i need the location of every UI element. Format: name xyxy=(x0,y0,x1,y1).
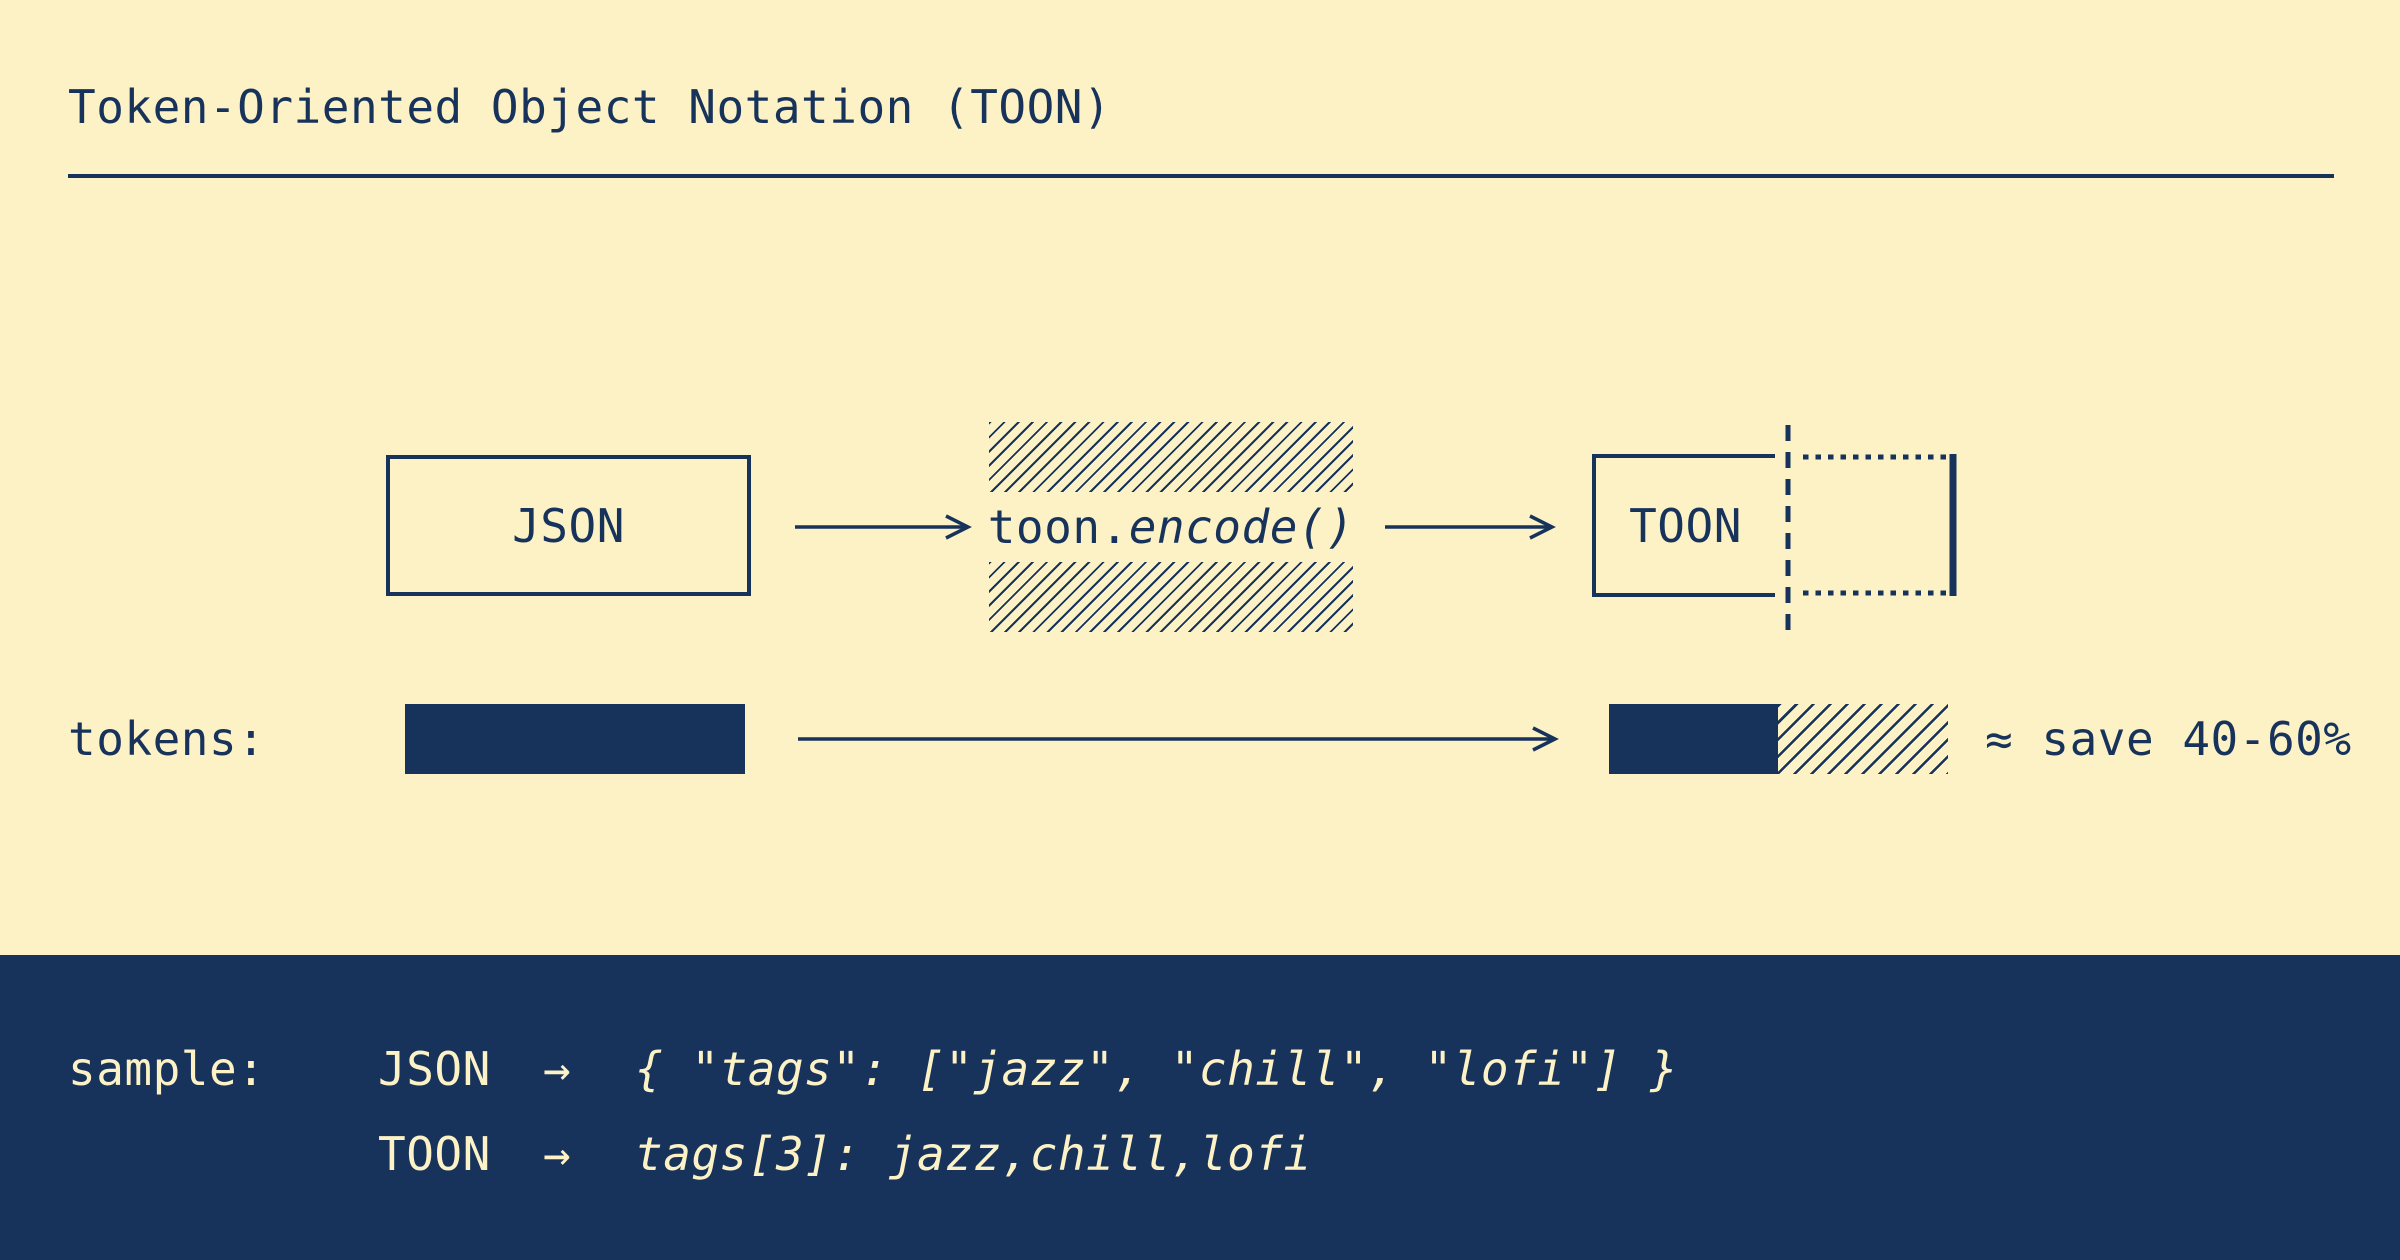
flow-arrow-2-icon xyxy=(1385,514,1556,540)
flow-arrow-1-icon xyxy=(795,514,972,540)
encoder-hatch-top xyxy=(989,422,1353,492)
sample-label: sample: xyxy=(68,1042,266,1096)
encoder-call: encode() xyxy=(1128,500,1355,554)
tokens-bar-toon-saved-hatch xyxy=(1778,704,1948,774)
tokens-label: tokens: xyxy=(68,712,266,766)
sample-format-json: JSON xyxy=(378,1042,491,1096)
sample-arrow-json: → xyxy=(543,1042,572,1096)
sample-code-json: { "tags": ["jazz", "chill", "lofi"] } xyxy=(635,1042,1679,1096)
json-box: JSON xyxy=(386,455,751,596)
tokens-bar-toon-solid xyxy=(1609,704,1778,774)
encoder-prefix: toon. xyxy=(987,500,1129,554)
title-rule xyxy=(68,174,2334,178)
sample-format-toon: TOON xyxy=(378,1127,491,1181)
toon-ghost-box xyxy=(1803,454,1957,596)
sample-code-toon: tags[3]: jazz,chill,lofi xyxy=(635,1127,1312,1181)
tokens-arrow-icon xyxy=(798,726,1559,752)
json-box-label: JSON xyxy=(512,498,625,553)
toon-box-label: TOON xyxy=(1629,498,1742,553)
encoder-label: toon.encode() xyxy=(987,492,1355,562)
encoder-hatch-bottom xyxy=(989,562,1353,632)
sample-arrow-toon: → xyxy=(543,1127,572,1181)
tokens-bar-json xyxy=(405,704,745,774)
sample-panel xyxy=(0,955,2400,1260)
page-title: Token-Oriented Object Notation (TOON) xyxy=(68,80,1112,134)
tokens-savings-note: ≈ save 40-60% xyxy=(1985,712,2352,766)
toon-box: TOON xyxy=(1592,454,1775,597)
